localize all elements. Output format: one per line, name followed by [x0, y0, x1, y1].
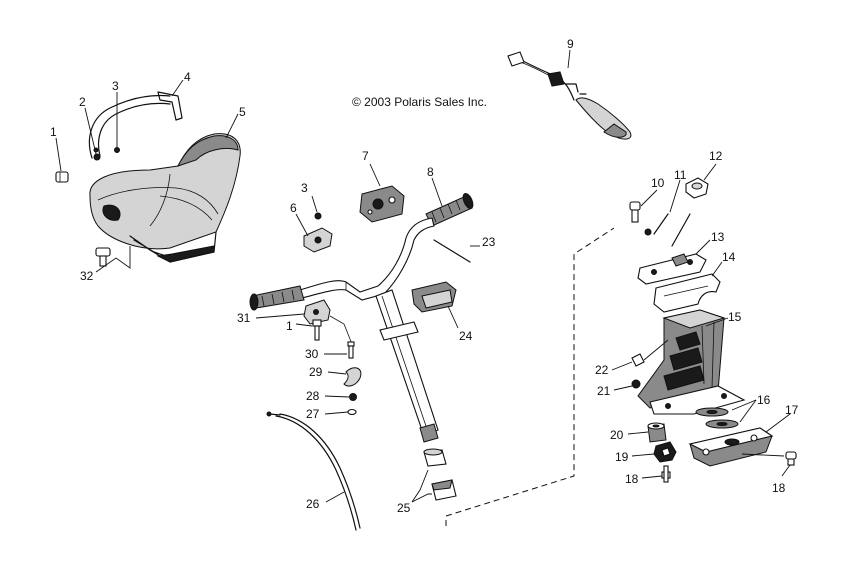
callout-23: 23	[482, 235, 496, 249]
callout-1-handlebar: 1	[286, 319, 293, 333]
part-10-screw	[629, 201, 641, 223]
part-12-nut	[685, 177, 709, 199]
left-grip	[249, 285, 305, 311]
callout-5: 5	[239, 105, 246, 119]
part-28-nut	[349, 393, 357, 401]
callout-30: 30	[305, 347, 319, 361]
part-31-clamp	[303, 299, 331, 325]
part-27-washer	[347, 408, 357, 416]
part-21-nut	[631, 379, 641, 389]
callout-16: 16	[757, 393, 771, 407]
callout-2: 2	[79, 95, 86, 109]
callout-31: 31	[237, 311, 251, 325]
assembly-line	[445, 227, 615, 526]
part-4-grab-handle	[88, 91, 183, 159]
part-18-bolt-right	[785, 451, 797, 466]
callout-25: 25	[397, 501, 411, 515]
callout-19: 19	[615, 450, 629, 464]
part-11-clip	[644, 213, 691, 247]
callout-22: 22	[595, 363, 609, 377]
part-1-bolt-seat	[55, 171, 69, 183]
callout-1-seat: 1	[50, 125, 57, 139]
callout-12: 12	[709, 149, 723, 163]
callout-3-seat: 3	[112, 79, 119, 93]
part-14-gasket	[653, 273, 721, 313]
part-23-pin	[433, 239, 471, 263]
callout-28: 28	[306, 389, 320, 403]
callout-9: 9	[567, 37, 574, 51]
callout-15: 15	[728, 310, 742, 324]
part-25-bushing-lower	[431, 479, 457, 501]
part-15-support	[637, 309, 746, 415]
callout-7: 7	[362, 149, 369, 163]
part-30-pin	[347, 341, 355, 359]
part-9-lanyard	[507, 51, 632, 140]
part-22-clip	[631, 353, 645, 367]
part-24-pad	[411, 281, 457, 313]
callout-8: 8	[427, 165, 434, 179]
callout-29: 29	[309, 365, 323, 379]
callout-18-left: 18	[625, 472, 639, 486]
steering-support-group: 10 11 12 13 14	[595, 149, 799, 495]
seat-group: 1 2 3 4 5	[50, 70, 246, 283]
callout-27: 27	[306, 407, 320, 421]
copyright-notice: © 2003 Polaris Sales Inc.	[352, 95, 487, 109]
part-20-bushing	[647, 422, 667, 443]
part-1-bolt-handlebar	[312, 319, 322, 341]
callout-26: 26	[306, 497, 320, 511]
part-5-seat	[89, 133, 241, 263]
part-32-screw	[95, 247, 111, 267]
callout-13: 13	[711, 230, 725, 244]
callout-18-right: 18	[772, 481, 786, 495]
steering-column	[375, 289, 439, 443]
handlebar-group: 3 6 7 8 23	[237, 149, 615, 531]
callout-3-handlebar: 3	[301, 181, 308, 195]
callout-24: 24	[459, 329, 473, 343]
callout-14: 14	[722, 250, 736, 264]
handlebar-tube	[299, 217, 435, 301]
part-29-lever	[343, 367, 362, 387]
callout-21: 21	[597, 384, 611, 398]
part-3-nut-seat	[114, 147, 120, 153]
callout-10: 10	[651, 176, 665, 190]
callout-11: 11	[674, 168, 687, 182]
part-26-cable	[266, 411, 361, 531]
callout-4: 4	[184, 70, 191, 84]
part-3-nut-handlebar	[314, 212, 322, 220]
callout-6: 6	[290, 201, 297, 215]
part-2-washer	[93, 153, 101, 161]
part-17-base-plate	[688, 427, 774, 467]
part-18-bolt-left	[661, 465, 671, 483]
part-25-bushing-upper	[423, 448, 447, 467]
callout-17: 17	[785, 403, 799, 417]
part-7-switch-housing	[359, 185, 405, 223]
callout-32: 32	[80, 269, 94, 283]
part-8-right-grip	[425, 193, 474, 227]
part-19-clamp	[653, 441, 677, 463]
callout-20: 20	[610, 428, 624, 442]
part-16-washers	[695, 407, 739, 429]
part-6-bracket	[303, 227, 333, 253]
